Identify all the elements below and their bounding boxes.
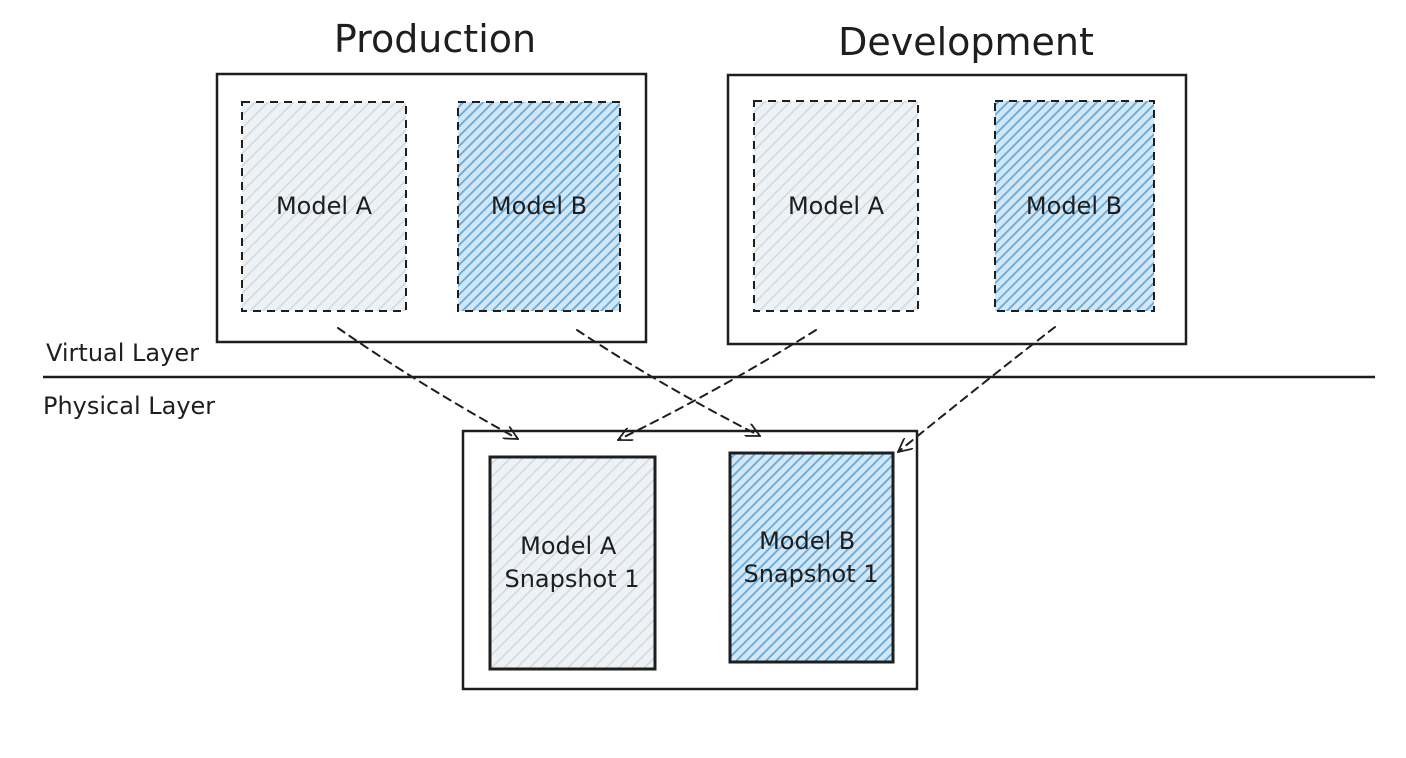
virtual-layer-label: Virtual Layer xyxy=(46,339,199,367)
physical-storage: Model A Snapshot 1 Model B Snapshot 1 xyxy=(461,429,919,691)
development-environment: Model A Model B xyxy=(726,73,1188,346)
production-environment: Model A Model B xyxy=(215,72,648,344)
physical-layer-label: Physical Layer xyxy=(43,392,215,420)
snapshot-a-label: Model A Snapshot 1 xyxy=(504,532,639,593)
arrow-prod-model-b xyxy=(576,329,761,437)
production-model-a-label: Model A xyxy=(276,192,373,220)
production-title: Production xyxy=(334,17,536,61)
development-title: Development xyxy=(838,20,1094,64)
production-frame xyxy=(215,72,648,344)
production-model-a: Model A xyxy=(241,101,407,312)
development-model-a-label: Model A xyxy=(788,192,885,220)
development-model-b: Model B xyxy=(994,100,1155,312)
development-model-a: Model A xyxy=(753,100,919,312)
snapshot-b-label: Model B Snapshot 1 xyxy=(743,527,878,588)
arrow-prod-model-a xyxy=(337,327,519,440)
arrow-dev-model-a xyxy=(617,329,817,440)
snapshot-model-a: Model A Snapshot 1 xyxy=(488,455,657,671)
production-model-b-label: Model B xyxy=(491,192,587,220)
snapshot-model-b: Model B Snapshot 1 xyxy=(728,451,895,664)
production-model-b: Model B xyxy=(457,101,621,312)
arrow-dev-model-b xyxy=(897,326,1056,453)
physical-frame xyxy=(461,429,919,691)
pointer-arrows xyxy=(337,326,1056,453)
development-frame xyxy=(726,73,1188,346)
development-model-b-label: Model B xyxy=(1026,192,1122,220)
